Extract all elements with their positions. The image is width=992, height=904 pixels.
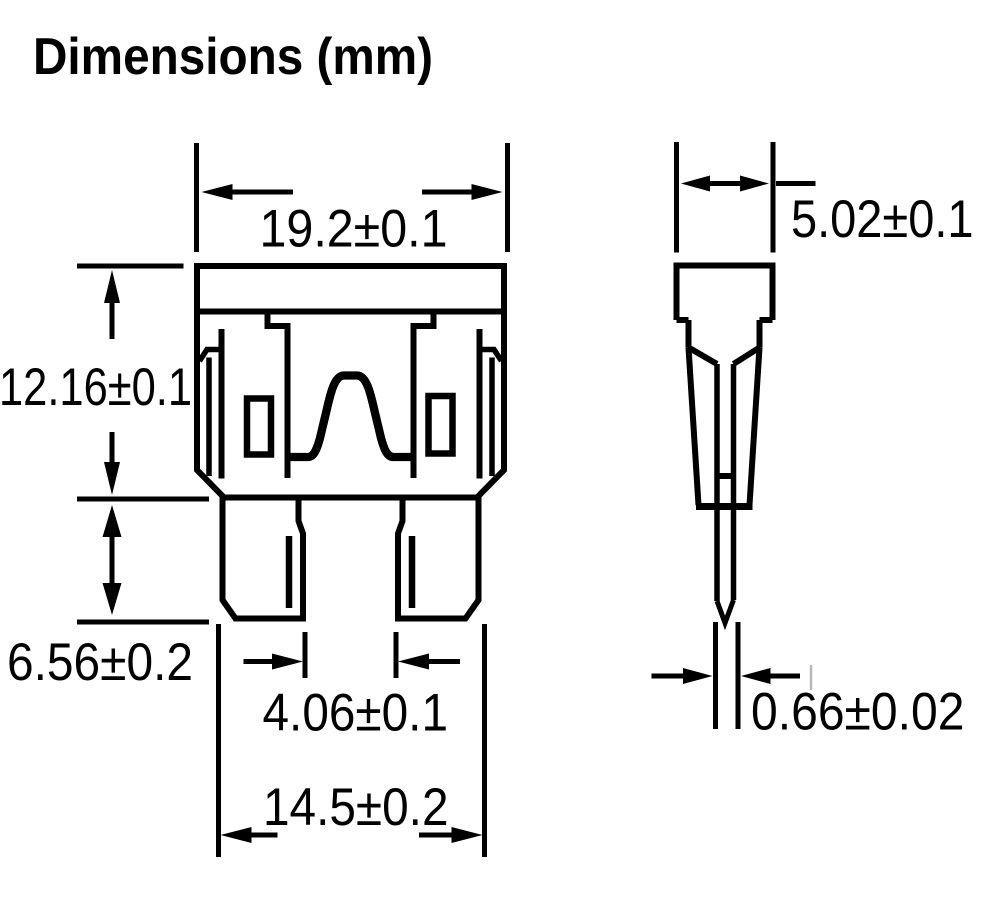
svg-text:0.66±0.02: 0.66±0.02: [751, 683, 965, 742]
svg-text:12.16±0.1: 12.16±0.1: [0, 358, 192, 417]
svg-text:19.2±0.1: 19.2±0.1: [260, 200, 448, 259]
svg-text:5.02±0.1: 5.02±0.1: [791, 190, 974, 249]
svg-text:14.5±0.2: 14.5±0.2: [263, 778, 449, 837]
svg-text:6.56±0.2: 6.56±0.2: [7, 633, 193, 692]
svg-text:4.06±0.1: 4.06±0.1: [263, 684, 449, 743]
svg-text:Dimensions (mm): Dimensions (mm): [33, 28, 433, 86]
